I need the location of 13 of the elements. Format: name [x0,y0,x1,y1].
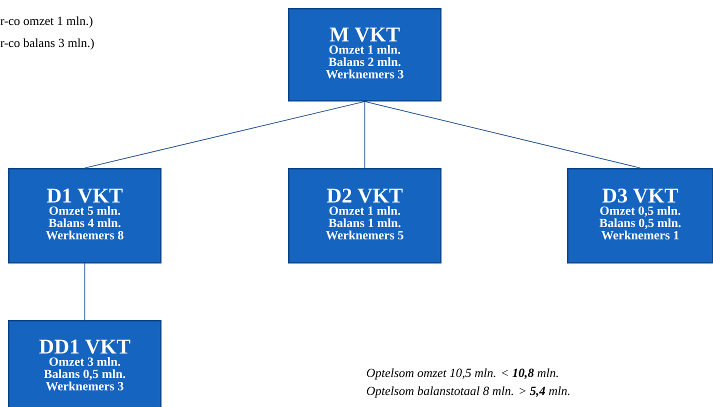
connector-line [364,101,641,168]
org-box: D3 VKT Omzet 0,5 mln. Balans 0,5 mln. Werknemers 1 [567,168,713,264]
org-box: D2 VKT Omzet 1 mln. Balans 1 mln. Werknemers 5 [288,168,442,264]
connector-line [84,263,86,320]
connector-line [364,101,366,168]
org-box: DD1 VKT Omzet 3 mln. Balans 0,5 mln. Werknemers 3 [8,320,162,407]
note-text: Optelsom omzet 10,5 mln. < 10,8 mln. [366,368,558,380]
connector-line [84,101,366,168]
org-box: D1 VKT Omzet 5 mln. Balans 4 mln. Werknemers 8 [8,168,162,264]
note-text: Optelsom balanstotaal 8 mln. > 5,4 mln. [366,386,570,398]
org-box: M VKT Omzet 1 mln. Balans 2 mln. Werknemers 3 [288,8,442,102]
note-text: r-co omzet 1 mln.) [0,16,92,28]
note-text: r-co balans 3 mln.) [0,38,94,50]
